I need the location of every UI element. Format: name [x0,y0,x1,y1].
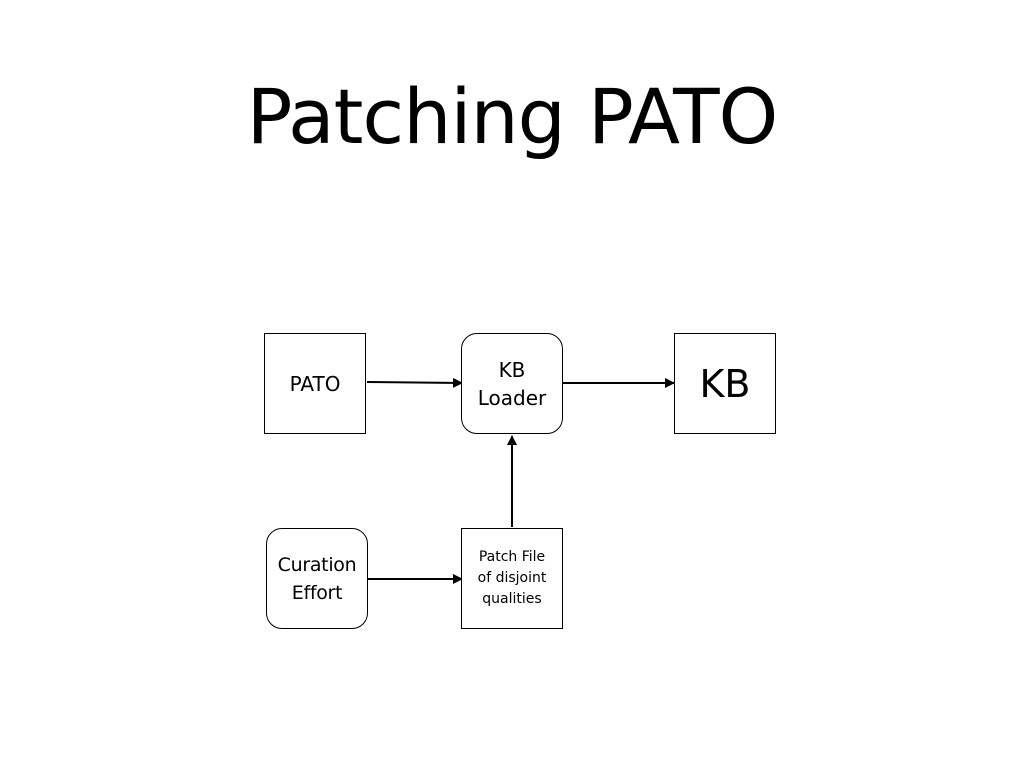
node-kb-loader: KB Loader [461,333,563,434]
node-patch-file: Patch File of disjoint qualities [461,528,563,629]
node-curation-effort: Curation Effort [266,528,368,629]
node-pato: PATO [264,333,366,434]
node-curation-effort-label: Curation Effort [277,553,357,604]
node-patch-file-label: Patch File of disjoint qualities [477,549,547,607]
node-kb-loader-label: KB Loader [477,357,547,410]
node-kb: KB [674,333,776,434]
node-kb-label: KB [699,361,751,406]
slide-title: Patching PATO [246,72,779,161]
node-pato-label: PATO [289,371,341,396]
edge-pato-to-kb-loader [366,377,463,388]
